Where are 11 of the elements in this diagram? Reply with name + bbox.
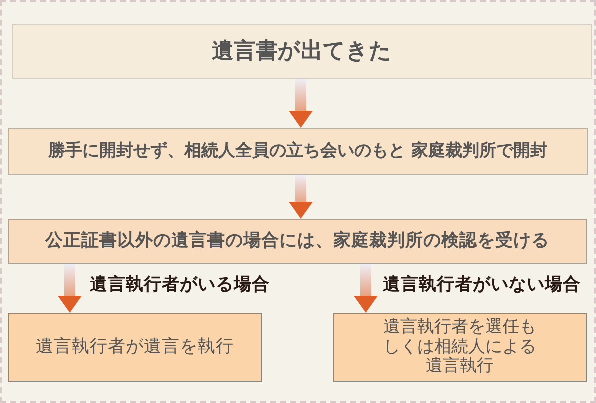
edge-label: 遺言執行者がいない場合	[383, 276, 581, 296]
step-box: 公正証書以外の遺言書の場合には、家庭裁判所の検認を受ける	[8, 219, 587, 264]
step-box: 遺言執行者を選任もしくは相続人による遺言執行	[333, 313, 587, 382]
edge-label: 遺言執行者がいる場合	[90, 276, 270, 296]
step-box: 遺言書が出てきた	[12, 24, 592, 79]
step-box: 遺言執行者が遺言を執行	[8, 313, 262, 382]
arrow	[289, 79, 313, 128]
arrow	[58, 264, 82, 313]
arrow	[289, 175, 313, 219]
step-box: 勝手に開封せず、相続人全員の立ち会いのもと 家庭裁判所で開封	[8, 128, 588, 175]
arrow	[354, 264, 378, 313]
